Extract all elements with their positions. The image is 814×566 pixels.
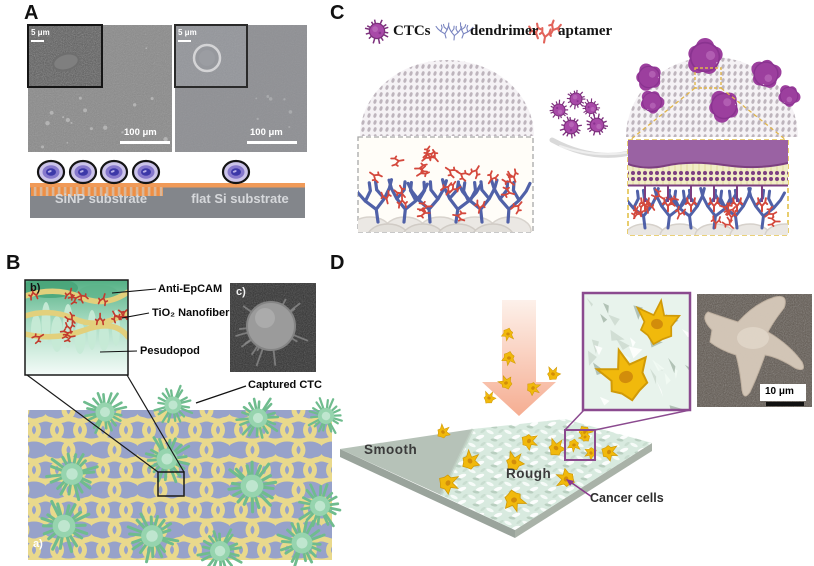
sem-left-inset-scale-label: 5 μm	[31, 28, 50, 37]
rough-region-label: Rough	[506, 466, 552, 481]
flat-si-substrate-label: flat Si substrate	[191, 191, 289, 206]
panel-a-schematic	[30, 159, 305, 218]
sem-d-scale-label: 10 μm	[762, 386, 797, 397]
anti-epcam-annotation: Anti-EpCAM	[158, 283, 223, 295]
sem-right-scalebar	[247, 141, 297, 144]
smooth-region-label: Smooth	[364, 442, 418, 457]
panel-b-inset-schematic	[24, 279, 157, 376]
sem-right-scale-label: 100 μm	[250, 127, 283, 138]
legend-aptamer-label: aptamer	[558, 23, 613, 39]
panel-c-left-inset	[357, 136, 534, 233]
cancer-cells-pointer	[566, 479, 593, 498]
legend-ctcs-label: CTCs	[393, 23, 431, 39]
panel-b-sem-inset	[230, 283, 316, 372]
panel-b-label: B	[6, 252, 21, 274]
panel-a-sem-flat	[174, 24, 307, 152]
panel-c-captured-dome	[626, 32, 805, 141]
sinp-nanopillars	[31, 187, 163, 196]
panel-a-label: A	[24, 2, 39, 24]
ctc-cell-body	[628, 140, 788, 168]
panel-d-label: D	[330, 252, 345, 274]
panel-d-substrate	[340, 419, 652, 538]
cancer-cells-label: Cancer cells	[590, 491, 664, 505]
panel-a-sem-nanostructured	[27, 24, 172, 152]
sem-left-scalebar	[120, 141, 170, 144]
tio2-nanofiber-annotation: TiO₂ Nanofiber	[152, 307, 230, 319]
captured-ctc-annotation: Captured CTC	[248, 379, 322, 391]
panel-d-inset-illustration	[581, 291, 692, 412]
sem-right-inset-scale-label: 5 μm	[178, 28, 197, 37]
legend-dendrimer-label: dendrimer	[470, 23, 539, 39]
subpanel-b-tag: b)	[30, 282, 41, 294]
panel-c-bare-dome	[360, 60, 534, 136]
panel-d-sem	[697, 294, 812, 407]
sem-left-inset-scalebar	[31, 40, 44, 42]
panel-c-right-inset	[627, 139, 789, 236]
sem-right-inset-scalebar	[178, 40, 191, 42]
sem-scalebar	[766, 402, 804, 406]
subpanel-c-tag: c)	[236, 286, 246, 298]
pseudopod-annotation: Pesudopod	[140, 345, 200, 357]
sem-left-scale-label: 100 μm	[124, 127, 157, 138]
rough-region	[441, 419, 652, 530]
sinp-substrate-label: SiNP substrate	[54, 191, 148, 206]
panel-b-main-mesh	[26, 374, 347, 566]
subpanel-a-tag: a)	[33, 538, 43, 550]
panel-d-zoom-links	[564, 409, 691, 461]
lipid-bilayer	[628, 163, 788, 185]
zoom-target-box	[157, 471, 185, 497]
panel-c-label: C	[330, 2, 345, 24]
